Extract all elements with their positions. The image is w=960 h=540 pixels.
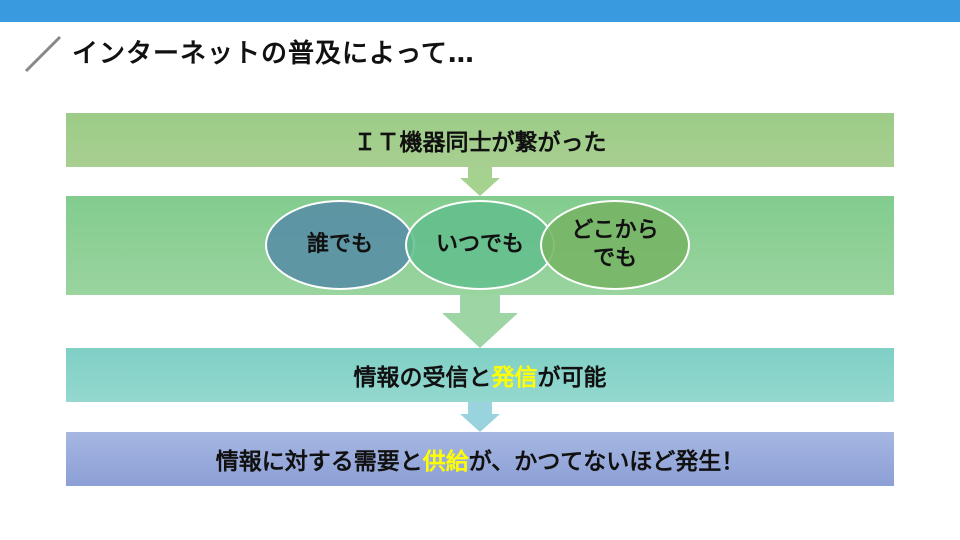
step3-text-after: が可能 — [537, 365, 607, 391]
step4-text-after: が、かつてないほど発生！ — [468, 449, 745, 475]
arrow-down-2 — [442, 295, 518, 348]
circle-anywhere-text: どこから でも — [571, 218, 659, 271]
step3-highlight: 発信 — [491, 365, 538, 391]
circle-anytime-text: いつでも — [435, 232, 524, 257]
step-send-receive-info: 情報の受信と発信が可能 — [66, 348, 894, 402]
step4-highlight: 供給 — [422, 449, 469, 475]
step1-text: ＩＴ機器同士が繋がった — [353, 130, 607, 156]
circle-anyone-text: 誰でも — [306, 232, 373, 257]
step3-text-before: 情報の受信と — [353, 365, 492, 391]
step-supply-demand: 情報に対する需要と供給が、かつてないほど発生！ — [66, 432, 894, 486]
circle-anyone: 誰でも — [265, 200, 415, 290]
arrow-down-1 — [460, 167, 500, 196]
top-accent-bar — [0, 0, 960, 22]
circle-anywhere: どこから でも — [540, 200, 690, 290]
circle-anytime: いつでも — [405, 200, 555, 290]
step-it-devices-connected: ＩＴ機器同士が繋がった — [66, 113, 894, 167]
arrow-down-3 — [460, 402, 500, 432]
slide-title: インターネットの普及によって… — [72, 39, 475, 69]
step4-text-before: 情報に対する需要と — [215, 449, 423, 475]
